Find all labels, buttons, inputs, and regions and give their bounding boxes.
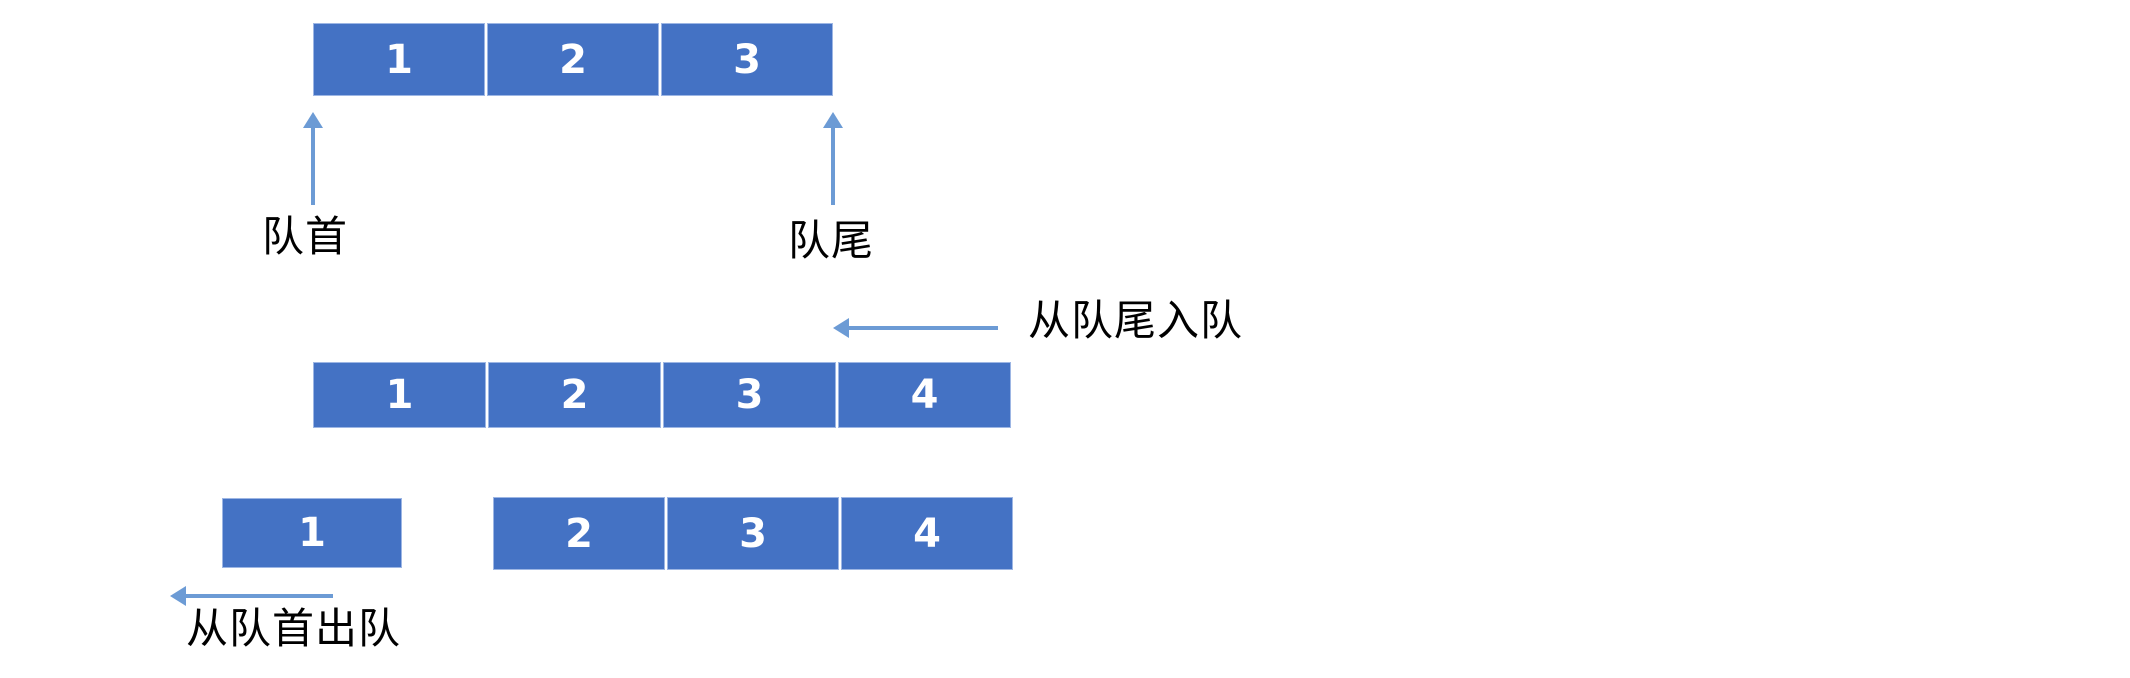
queue-row-after-enqueue: 1 2 3 4: [313, 362, 1011, 428]
queue-row-after-dequeue: 2 3 4: [493, 497, 1013, 570]
enqueue-label: 从队尾入队: [1028, 296, 1244, 345]
dequeue-label: 从队首出队: [186, 604, 402, 653]
queue-cell-removed: 1: [222, 498, 402, 568]
queue-cell: 3: [663, 362, 836, 428]
rear-label: 队尾: [788, 216, 875, 265]
queue-cell: 3: [661, 23, 833, 96]
queue-cell: 2: [493, 497, 665, 570]
queue-cell: 4: [841, 497, 1013, 570]
queue-cell: 3: [667, 497, 839, 570]
queue-cell: 2: [487, 23, 659, 96]
queue-row-initial: 1 2 3: [313, 23, 833, 96]
dequeued-cell-row: 1: [222, 498, 402, 568]
queue-cell: 4: [838, 362, 1011, 428]
front-label: 队首: [262, 212, 349, 261]
queue-cell: 1: [313, 23, 485, 96]
queue-cell: 1: [313, 362, 486, 428]
queue-cell: 2: [488, 362, 661, 428]
